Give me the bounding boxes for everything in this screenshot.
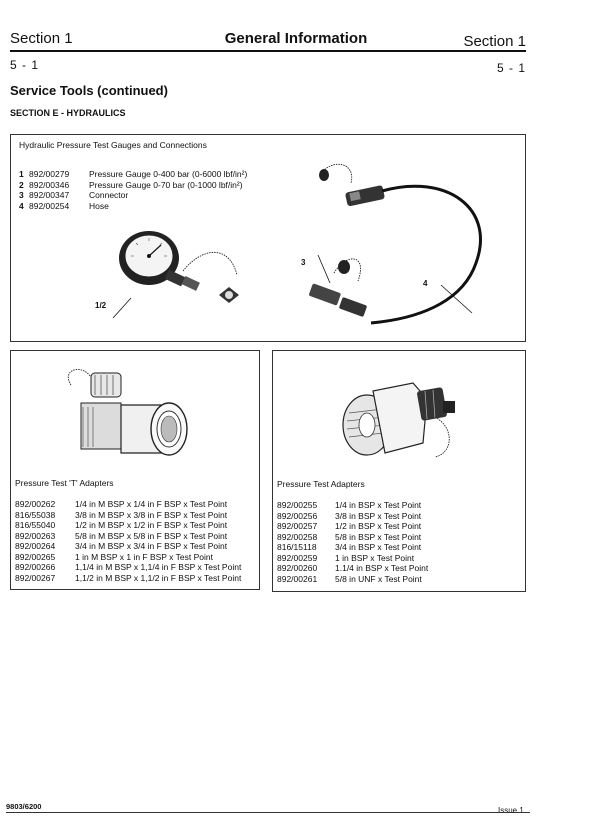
footer-rule (6, 812, 530, 813)
list-item: 3 892/00347 Connector (19, 190, 129, 200)
hose-callout-label: 4 (423, 279, 428, 288)
gauges-panel: Hydraulic Pressure Test Gauges and Conne… (10, 134, 526, 342)
gauges-item-list: 1 892/00279 Pressure Gauge 0-400 bar (0-… (19, 169, 247, 211)
hose-connector-illustration (309, 163, 482, 325)
section-subtitle: SECTION E - HYDRAULICS (10, 108, 126, 118)
issue-label: Issue 1 (498, 806, 524, 815)
header-rule (10, 50, 526, 52)
t-adapters-caption: Pressure Test 'T' Adapters (15, 478, 114, 488)
adapter-illustration (342, 382, 455, 458)
header-section-right: Section 1 (463, 33, 526, 50)
document-number: 9803/6200 (6, 802, 42, 811)
t-adapter-illustration (68, 368, 188, 456)
connector-callout-label: 3 (301, 258, 306, 267)
list-item: 2 892/00346 Pressure Gauge 0-70 bar (0-1… (19, 179, 243, 190)
header-section-left: Section 1 (10, 30, 73, 47)
gauge-callout-label: 1/2 (95, 301, 107, 310)
page-number-left: 5 - 1 (10, 58, 40, 72)
page-number-right: 5 - 1 (496, 61, 526, 75)
adapters-caption: Pressure Test Adapters (277, 479, 365, 489)
list-item: 4 892/00254 Hose (19, 200, 109, 211)
pressure-gauge-illustration (112, 231, 239, 319)
page-title: Service Tools (continued) (10, 83, 168, 98)
gauges-panel-caption: Hydraulic Pressure Test Gauges and Conne… (19, 140, 207, 150)
list-item: 1 892/00279 Pressure Gauge 0-400 bar (0-… (19, 169, 248, 179)
header-title: General Information (224, 30, 368, 47)
